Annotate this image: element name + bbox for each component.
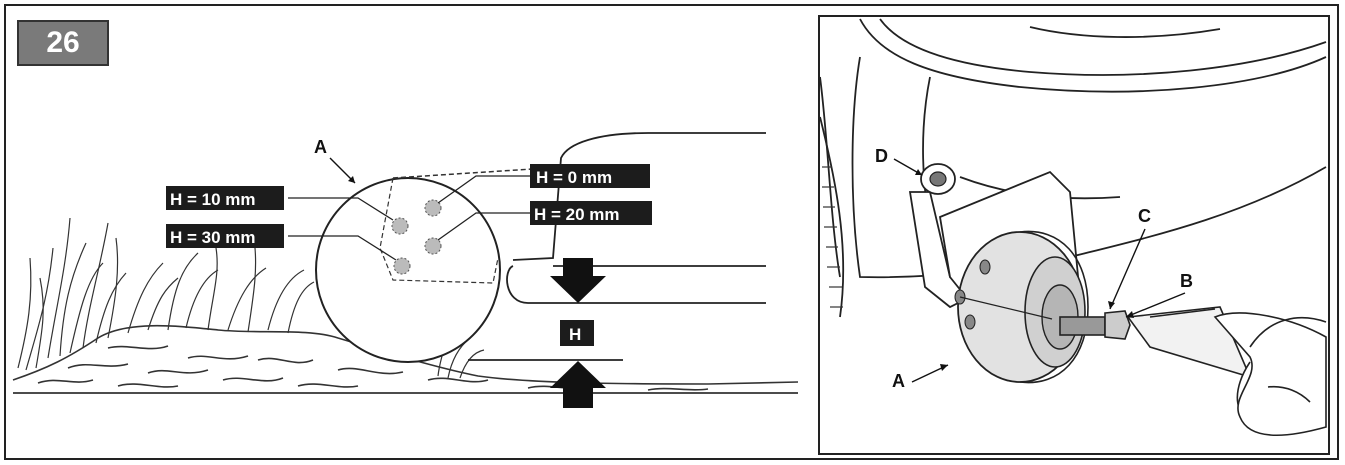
bolt-and-spanner xyxy=(1059,306,1327,436)
svg-text:H = 20 mm: H = 20 mm xyxy=(534,205,620,224)
wheel-a xyxy=(954,230,1089,384)
height-diagram-svg: A H = 10 mm H = 30 mm H = 0 mm H = 20 mm xyxy=(12,132,799,408)
label-b: B xyxy=(1180,271,1193,291)
ground-soil xyxy=(12,324,799,394)
arrow-down xyxy=(550,258,606,303)
label-d: D xyxy=(875,146,888,166)
svg-text:H = 30 mm: H = 30 mm xyxy=(170,228,256,247)
wheel-removal-illustration: D C B A xyxy=(818,15,1330,455)
height-tag: H xyxy=(560,320,594,346)
hole-30mm xyxy=(393,257,411,275)
tag-h30: H = 30 mm xyxy=(166,224,284,248)
grass-blades xyxy=(17,217,485,379)
svg-text:H: H xyxy=(569,325,581,344)
wheel xyxy=(315,167,549,363)
wheel-height-diagram: A H = 10 mm H = 30 mm H = 0 mm H = 20 mm xyxy=(8,8,808,456)
tag-h20: H = 20 mm xyxy=(530,201,652,225)
hole-0mm xyxy=(424,199,442,217)
svg-text:H = 0 mm: H = 0 mm xyxy=(536,168,612,187)
label-c: C xyxy=(1138,206,1151,226)
hole-20mm xyxy=(424,237,442,255)
wheel-label-a: A xyxy=(314,137,327,157)
label-a: A xyxy=(892,371,905,391)
tag-h10: H = 10 mm xyxy=(166,186,284,210)
removal-illustration-svg: D C B A xyxy=(820,18,1327,436)
mower-deck-outline xyxy=(468,132,766,361)
figure-number-badge: 26 xyxy=(17,20,109,66)
hole-10mm xyxy=(391,217,409,235)
tag-h0: H = 0 mm xyxy=(530,164,650,188)
nut-d xyxy=(920,163,956,195)
leader-lines xyxy=(288,175,531,261)
arrow-up xyxy=(550,361,606,408)
svg-text:H = 10 mm: H = 10 mm xyxy=(170,190,256,209)
tire-tread-left xyxy=(822,166,843,308)
